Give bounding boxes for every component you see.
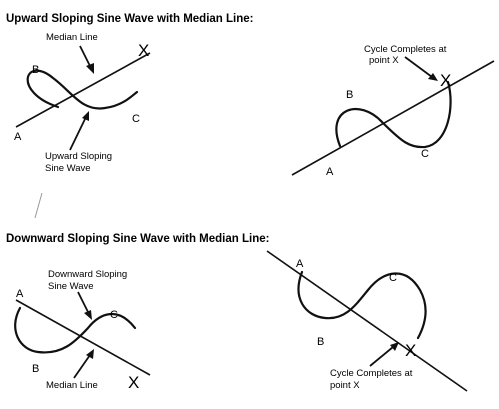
arrowhead — [84, 310, 92, 320]
arrowhead — [82, 111, 89, 121]
wave-label-line2: Sine Wave — [48, 281, 94, 292]
cycle-label-line2: point X — [330, 380, 360, 391]
upward-left-diagram: B A C X Median Line Upward Sloping Sine … — [14, 32, 151, 174]
wave-label-line1: Upward Sloping — [45, 151, 112, 162]
point-c-label: C — [132, 113, 140, 125]
point-x-label: X — [138, 41, 149, 60]
point-x-label: X — [128, 373, 139, 392]
point-b-label: B — [346, 89, 353, 101]
sine-wave — [335, 80, 452, 149]
point-a-label: A — [14, 131, 22, 143]
median-line — [291, 60, 495, 176]
sine-wave — [26, 69, 139, 110]
point-x-label: X — [405, 341, 416, 360]
point-c-label: C — [389, 272, 397, 284]
arrowhead — [86, 349, 94, 359]
wave-label-line2: Sine Wave — [45, 163, 91, 174]
cycle-label-line1: Cycle Completes at — [364, 44, 447, 55]
point-x-label: X — [440, 71, 451, 90]
arrowhead — [390, 342, 399, 351]
downward-diagram-title: Downward Sloping Sine Wave with Median L… — [6, 233, 269, 245]
point-b-label: B — [32, 64, 39, 76]
median-line-arrow — [73, 354, 91, 379]
cycle-arrow — [369, 346, 394, 367]
wave-label-arrow — [69, 116, 87, 151]
point-c-label: C — [421, 148, 429, 160]
median-line-label: Median Line — [46, 32, 98, 43]
sine-wave — [297, 270, 427, 340]
sine-wave — [14, 306, 137, 354]
point-a-label: A — [16, 288, 24, 300]
point-c-label: C — [110, 309, 118, 321]
point-a-label: A — [296, 258, 304, 270]
wave-label-arrow — [77, 291, 90, 315]
upward-right-diagram: B A C X Cycle Completes at point X — [291, 44, 495, 178]
upward-diagram-title: Upward Sloping Sine Wave with Median Lin… — [6, 13, 253, 25]
arrowhead — [86, 63, 94, 74]
scan-mark — [34, 192, 43, 219]
arrowhead — [428, 73, 438, 81]
point-b-label: B — [32, 363, 39, 375]
cycle-label-line1: Cycle Completes at — [330, 368, 413, 379]
wave-label-line1: Downward Sloping — [48, 269, 127, 280]
point-a-label: A — [326, 166, 334, 178]
downward-right-diagram: A B C X Cycle Completes at point X — [266, 250, 468, 392]
median-line — [15, 52, 151, 128]
downward-left-diagram: A B C X Downward Sloping Sine Wave Media… — [14, 269, 151, 392]
median-line — [15, 299, 151, 376]
point-b-label: B — [317, 336, 324, 348]
median-line-arrow — [79, 45, 92, 69]
median-line-label: Median Line — [46, 380, 98, 391]
cycle-arrow — [404, 56, 433, 78]
cycle-label-line2: point X — [369, 55, 399, 66]
